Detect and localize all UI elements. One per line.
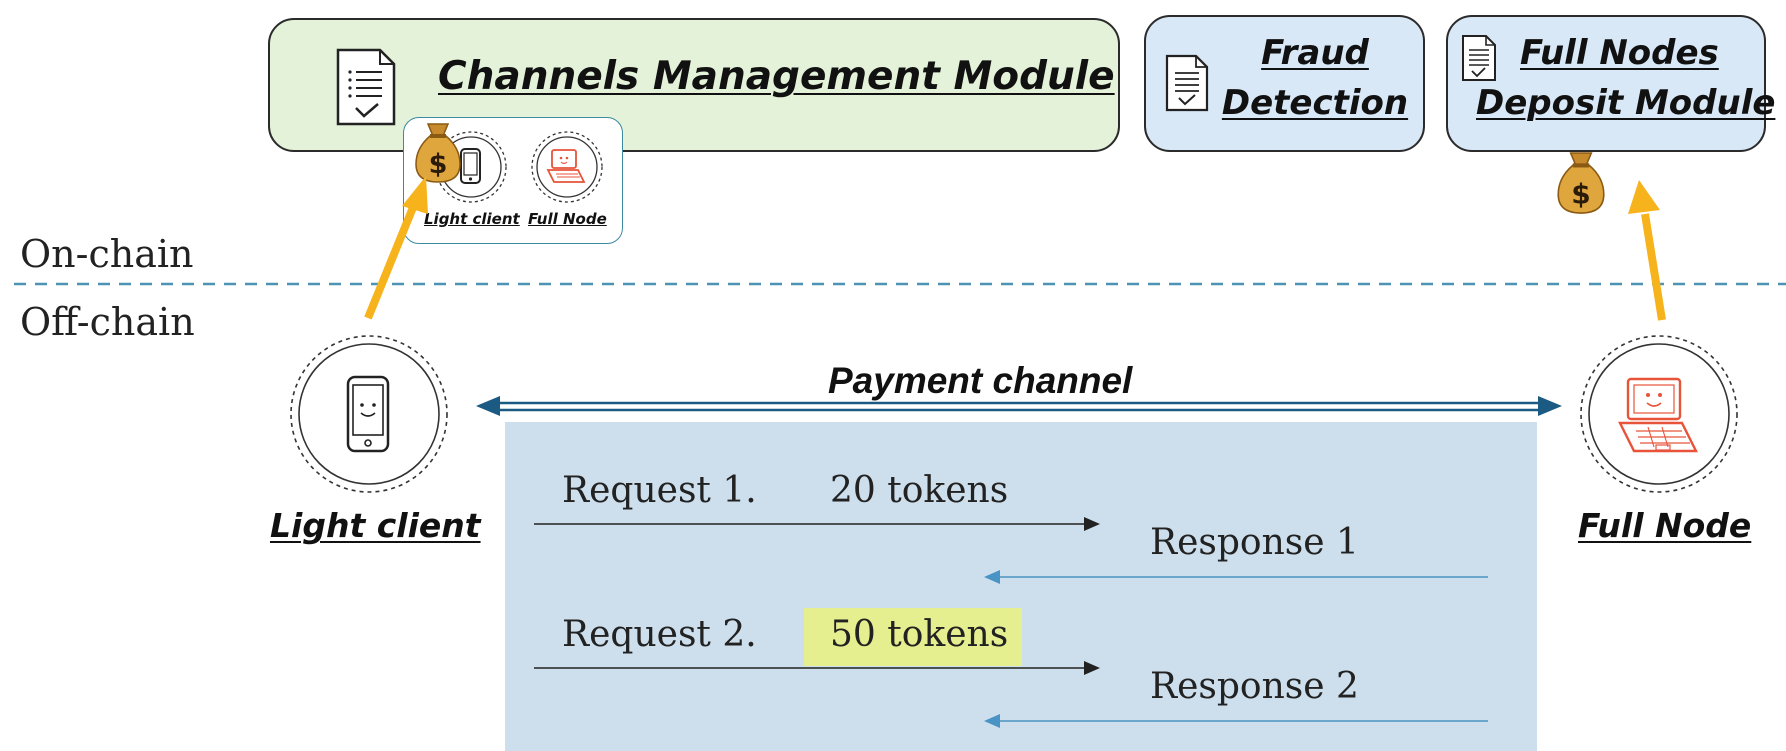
laptop-icon xyxy=(1580,335,1738,493)
fraud-detection-module: Fraud Detection xyxy=(1144,15,1425,152)
request-1-label: Request 1. xyxy=(562,470,757,511)
deposit-arrow-full-node xyxy=(1628,180,1666,321)
card-light-client-label: Light client xyxy=(424,210,520,228)
document-check-icon xyxy=(1462,35,1496,81)
request-2-tokens: 50 tokens xyxy=(830,614,1009,655)
deposit-arrow-light-client xyxy=(364,176,428,320)
off-chain-label: Off-chain xyxy=(20,300,195,344)
response-2-arrow xyxy=(984,714,1488,728)
money-bag-icon: $ xyxy=(1557,152,1605,214)
deposit-module-title-line2: Deposit Module xyxy=(1476,83,1776,123)
request-2-label: Request 2. xyxy=(562,614,757,655)
payment-channel-area xyxy=(505,422,1537,751)
response-1-label: Response 1 xyxy=(1150,522,1359,563)
money-bag-icon: $ xyxy=(415,123,461,183)
channels-module-title: Channels Management Module xyxy=(438,54,1115,99)
svg-text:$: $ xyxy=(429,149,448,180)
full-nodes-deposit-module: Full Nodes Deposit Module xyxy=(1446,15,1775,152)
card-full-node-label: Full Node xyxy=(528,210,607,228)
on-chain-label: On-chain xyxy=(20,232,194,276)
fraud-detection-title-line1: Fraud xyxy=(1261,33,1369,73)
full-node-label: Full Node xyxy=(1578,506,1752,545)
response-1-arrow xyxy=(984,570,1488,584)
fraud-detection-title-line2: Detection xyxy=(1221,83,1409,123)
laptop-icon xyxy=(531,131,603,203)
smartphone-icon xyxy=(435,131,507,203)
payment-channel-arrow xyxy=(476,396,1562,416)
request-1-tokens: 20 tokens xyxy=(830,470,1009,511)
svg-text:$: $ xyxy=(1571,178,1590,211)
document-check-icon xyxy=(336,48,396,126)
smartphone-icon xyxy=(290,335,448,493)
tokens-highlight xyxy=(804,608,1022,666)
request-2-arrow xyxy=(534,661,1100,675)
light-client-label: Light client xyxy=(270,506,481,545)
payment-channel-title: Payment channel xyxy=(828,360,1133,401)
document-check-icon xyxy=(1165,54,1209,112)
response-2-label: Response 2 xyxy=(1150,666,1359,707)
request-1-arrow xyxy=(534,517,1100,531)
deposit-module-title-line1: Full Nodes xyxy=(1520,33,1719,73)
